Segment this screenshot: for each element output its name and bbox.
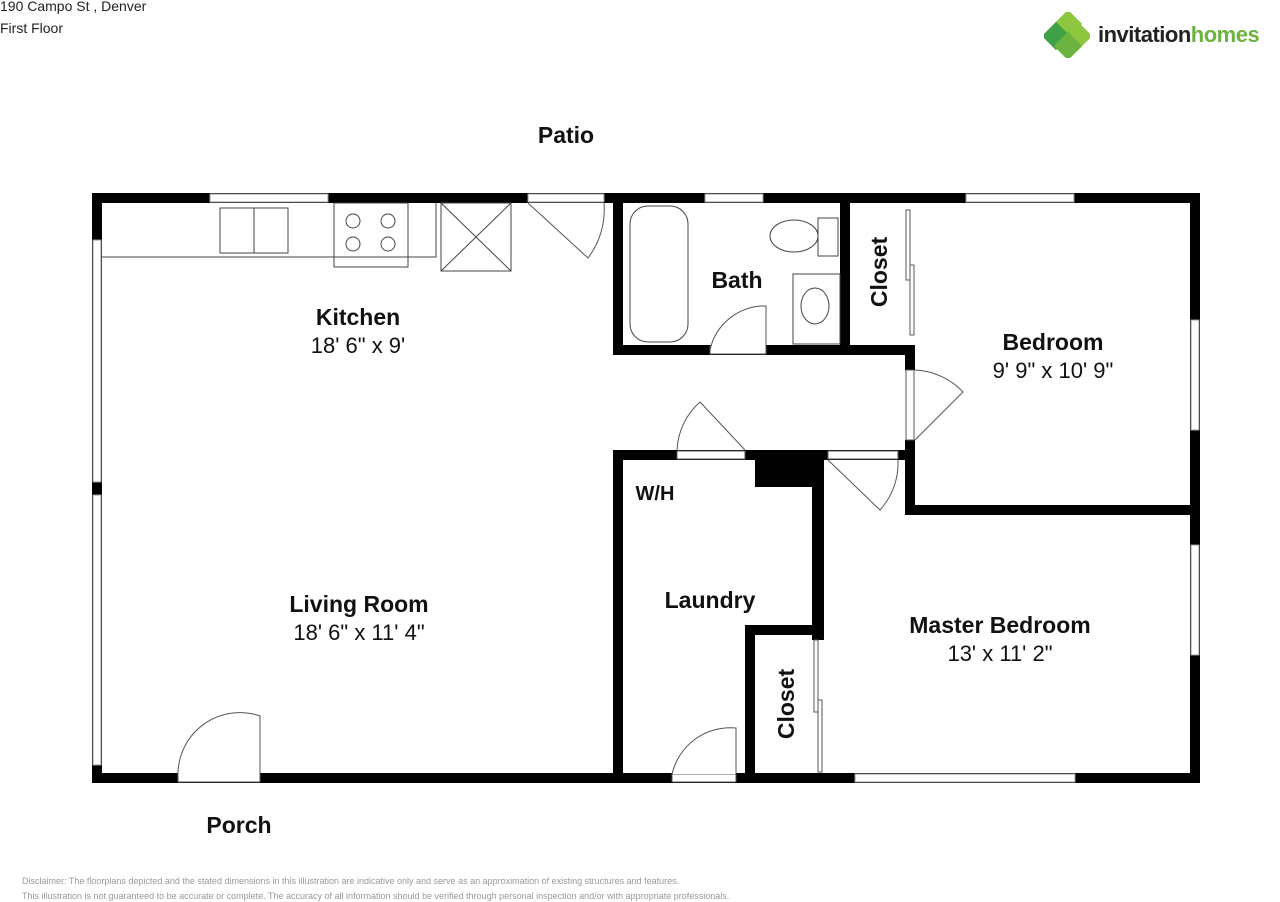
room-name: Living Room (289, 591, 428, 617)
brand-logo: invitationhomes (1044, 12, 1260, 58)
room-labels: Kitchen 18' 6" x 9' Living Room 18' 6" x… (206, 122, 1113, 838)
room-name: Closet (773, 669, 799, 740)
patio-label: Patio (538, 122, 594, 148)
room-name: Master Bedroom (909, 612, 1090, 638)
room-name: Closet (866, 237, 892, 308)
toilet-icon (769, 219, 819, 253)
walls (92, 193, 1200, 783)
vanity-icon (792, 273, 841, 345)
room-name: Laundry (665, 587, 756, 613)
room-dimensions: 9' 9" x 10' 9" (993, 358, 1114, 383)
address: 190 Campo St , Denver (0, 0, 147, 14)
disclaimer-line-2: This illustration is not guaranteed to b… (22, 891, 730, 901)
room-name: Kitchen (316, 304, 400, 330)
disclaimer-line-1: Disclaimer: The floorplans depicted and … (22, 876, 680, 886)
stove-icon (333, 202, 409, 268)
room-name: Bath (711, 267, 762, 293)
logo-text-1: invitation (1098, 22, 1191, 47)
room-name: W/H (636, 483, 675, 505)
bathtub-icon (629, 205, 689, 343)
room-dimensions: 18' 6" x 11' 4" (293, 620, 424, 645)
porch-label: Porch (206, 812, 271, 838)
room-dimensions: 13' x 11' 2" (947, 641, 1052, 666)
fridge-icon (440, 202, 512, 272)
clover-logo-icon (1044, 12, 1090, 58)
doors (177, 202, 964, 783)
room-dimensions: 18' 6" x 9' (311, 333, 406, 358)
logo-text-2: homes (1190, 22, 1260, 47)
room-name: Bedroom (1003, 329, 1104, 355)
windows (92, 193, 1200, 783)
fixtures (102, 202, 841, 345)
floor-label: First Floor (0, 20, 63, 36)
